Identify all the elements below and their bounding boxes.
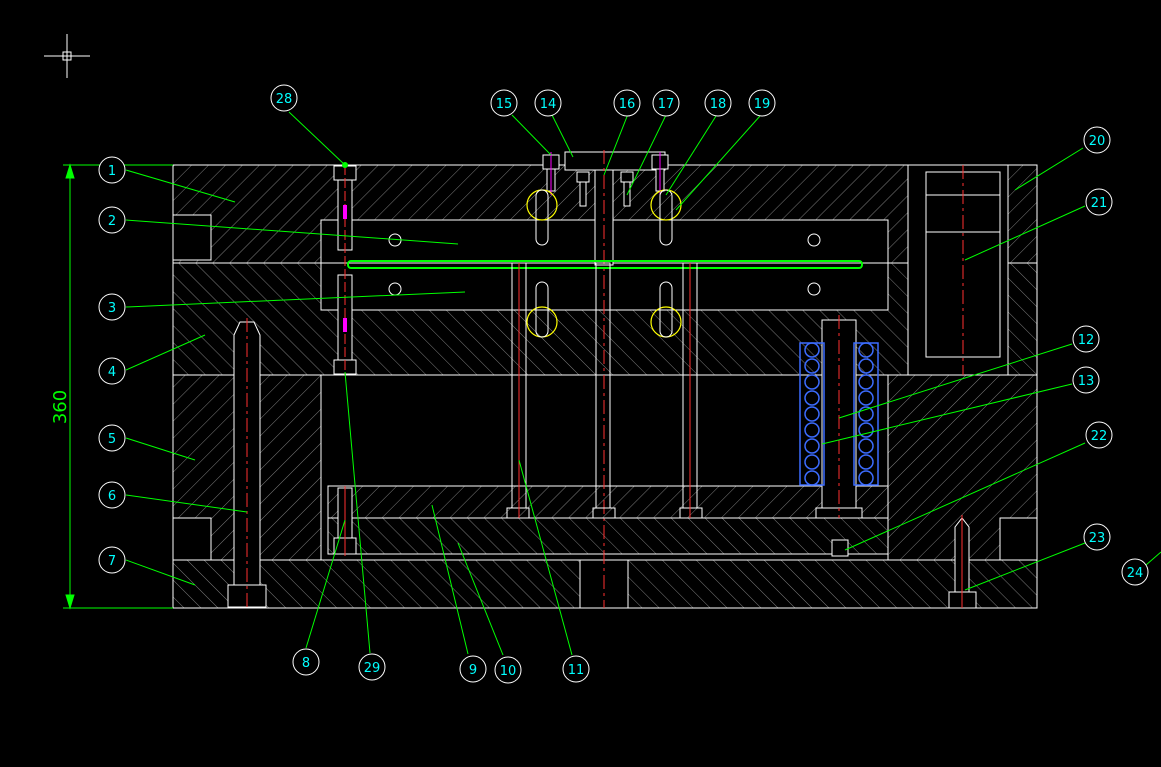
balloon-label: 16 (619, 97, 636, 112)
balloon-label: 23 (1089, 531, 1106, 546)
balloon-label: 1 (108, 164, 116, 179)
balloon-16: 16 (613, 89, 641, 117)
balloon-21: 21 (1085, 188, 1113, 216)
balloon-label: 6 (108, 489, 116, 504)
dimension-360 (63, 163, 173, 610)
balloon-label: 5 (108, 432, 116, 447)
balloon-18: 18 (704, 89, 732, 117)
balloon-label: 20 (1089, 134, 1106, 149)
balloon-7: 7 (98, 546, 126, 574)
balloon-17: 17 (652, 89, 680, 117)
balloon-3: 3 (98, 293, 126, 321)
balloon-19: 19 (748, 89, 776, 117)
balloon-23: 23 (1083, 523, 1111, 551)
leader-lines (125, 111, 1161, 656)
balloon-label: 18 (710, 97, 727, 112)
balloon-label: 14 (540, 97, 557, 112)
balloon-6: 6 (98, 481, 126, 509)
balloon-28: 28 (270, 84, 298, 112)
balloon-label: 29 (364, 661, 381, 676)
balloon-label: 11 (568, 663, 585, 678)
balloon-label: 2 (108, 214, 116, 229)
crosshair-icon (44, 34, 90, 78)
balloon-label: 24 (1127, 566, 1144, 581)
balloon-12: 12 (1072, 325, 1100, 353)
balloon-label: 7 (108, 554, 116, 569)
guide-pin-left (227, 318, 267, 608)
balloon-20: 20 (1083, 126, 1111, 154)
balloon-label: 9 (469, 663, 477, 678)
balloon-24: 24 (1121, 558, 1149, 586)
balloon-4: 4 (98, 357, 126, 385)
return-pin-spring (799, 315, 879, 519)
balloon-label: 19 (754, 97, 771, 112)
balloon-label: 22 (1091, 429, 1108, 444)
balloon-label: 17 (658, 97, 675, 112)
screw-right (948, 515, 977, 609)
balloon-13: 13 (1072, 366, 1100, 394)
screws-left (333, 162, 357, 556)
balloon-label: 3 (108, 301, 116, 316)
runner (347, 260, 863, 269)
balloon-label: 4 (108, 365, 116, 380)
balloon-label: 12 (1078, 333, 1095, 348)
mold-assembly (172, 150, 1038, 609)
ejector-pins (506, 262, 703, 519)
balloon-label: 10 (500, 664, 517, 679)
balloon-10: 10 (494, 656, 522, 684)
balloon-1: 1 (98, 156, 126, 184)
balloon-8: 8 (292, 648, 320, 676)
balloon-22: 22 (1085, 421, 1113, 449)
balloon-label: 21 (1091, 196, 1108, 211)
balloon-label: 28 (276, 92, 293, 107)
balloon-label: 8 (302, 656, 310, 671)
top-screws (542, 152, 669, 207)
ejector-retainer-plate (327, 485, 889, 519)
balloon-2: 2 (98, 206, 126, 234)
balloon-label: 13 (1078, 374, 1095, 389)
ejector-plate (327, 517, 889, 555)
balloon-11: 11 (562, 655, 590, 683)
balloon-5: 5 (98, 424, 126, 452)
dimension-label: 360 (50, 390, 71, 424)
balloon-15: 15 (490, 89, 518, 117)
balloon-label: 15 (496, 97, 513, 112)
balloon-9: 9 (459, 655, 487, 683)
balloon-14: 14 (534, 89, 562, 117)
balloon-29: 29 (358, 653, 386, 681)
